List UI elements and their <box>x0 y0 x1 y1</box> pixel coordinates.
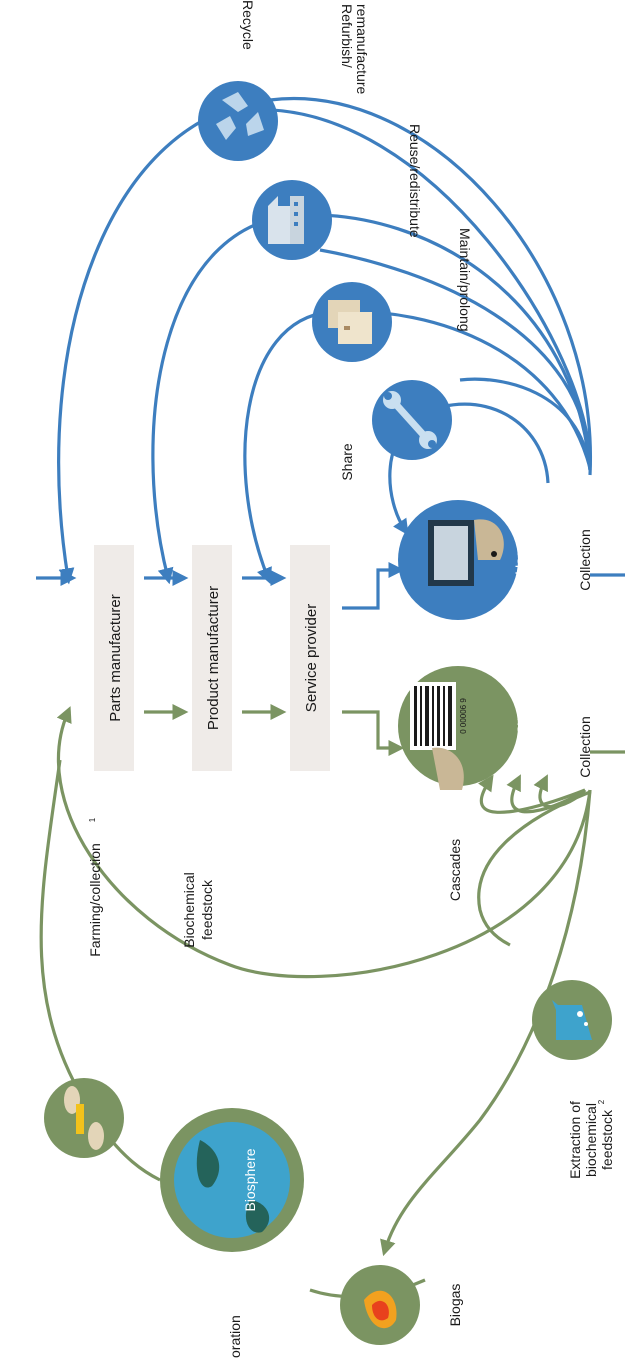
reuse-label: Reuse/redistribute <box>407 124 423 238</box>
flame-icon <box>364 1290 397 1329</box>
collection-fan-mid <box>319 248 592 466</box>
user-label: User <box>512 545 528 575</box>
farming-node <box>44 1078 124 1158</box>
extraction-label-1: Extraction of <box>567 1101 583 1179</box>
service-provider-label: Service provider <box>303 604 320 712</box>
refurbish-label-1: Refurbish/ <box>339 4 355 68</box>
wrench-icon <box>383 391 437 449</box>
user-collection-label: Collection <box>577 529 593 590</box>
biochemical-feedstock-loop <box>56 706 592 979</box>
extraction-note: 2 <box>597 1099 606 1104</box>
service-provider-box: Service provider <box>290 545 330 771</box>
cascade-arc-2 <box>506 774 586 814</box>
factory-icon <box>268 196 304 244</box>
farming-note: 1 <box>88 817 97 822</box>
cascade-arc-1 <box>478 774 586 814</box>
recycle-label: Recycle <box>240 0 256 50</box>
user-node: User <box>398 500 528 620</box>
refurbish-label-2: remanufacture <box>354 4 370 94</box>
recycle-icon <box>216 92 264 140</box>
fish-grain-icon <box>64 1086 104 1150</box>
biosphere-label: Biosphere <box>242 1148 258 1211</box>
barcode-icon: 0 00006 9 <box>410 682 468 790</box>
extraction-label-3: feedstock <box>599 1109 615 1170</box>
barcode-digits: 0 00006 9 <box>459 698 468 734</box>
maintain-node <box>372 380 452 460</box>
flask-icon <box>552 1000 592 1040</box>
farming-loop <box>39 759 161 1182</box>
feedstock-label-1: Biochemical <box>181 872 197 947</box>
parts-manufacturer-label: Parts manufacturer <box>107 594 124 722</box>
parts-manufacturer-box: Parts manufacturer <box>94 545 134 771</box>
flow-arrow-to-consumer <box>342 710 405 756</box>
farming-label: Farming/collection <box>87 843 103 957</box>
biogas-node <box>340 1265 420 1345</box>
product-manufacturer-label: Product manufacturer <box>205 586 222 730</box>
collection-fan-top <box>249 108 592 466</box>
earth-icon <box>196 1140 270 1233</box>
cascades-label: Cascades <box>447 839 463 901</box>
cascade-outer <box>477 790 591 947</box>
user-icon <box>428 519 504 586</box>
recycle-node <box>198 81 278 161</box>
cascade-arc-3 <box>533 774 587 809</box>
extraction-node <box>532 980 612 1060</box>
reuse-node <box>312 282 392 362</box>
maintain-label: Maintain/prolong <box>457 228 473 332</box>
flow-arrow-to-user <box>342 562 405 610</box>
refurbish-node <box>252 180 332 260</box>
biosphere-node: Biosphere <box>160 1108 304 1252</box>
extraction-label-2: biochemical <box>583 1103 599 1177</box>
refurbish-loop <box>151 213 592 585</box>
consumer-label: Consumer <box>512 693 528 758</box>
maintain-loop-top <box>459 377 592 471</box>
boxes-icon <box>328 300 372 344</box>
feedstock-label-2: feedstock <box>199 879 215 940</box>
consumer-node: 0 00006 9 Consumer <box>398 666 528 790</box>
consumer-collection-label: Collection <box>577 716 593 777</box>
restoration-label: oration <box>227 1315 243 1358</box>
share-label: Share <box>339 443 355 481</box>
biogas-arrow <box>380 789 592 1257</box>
product-manufacturer-box: Product manufacturer <box>192 545 232 771</box>
biogas-label: Biogas <box>447 1284 463 1327</box>
